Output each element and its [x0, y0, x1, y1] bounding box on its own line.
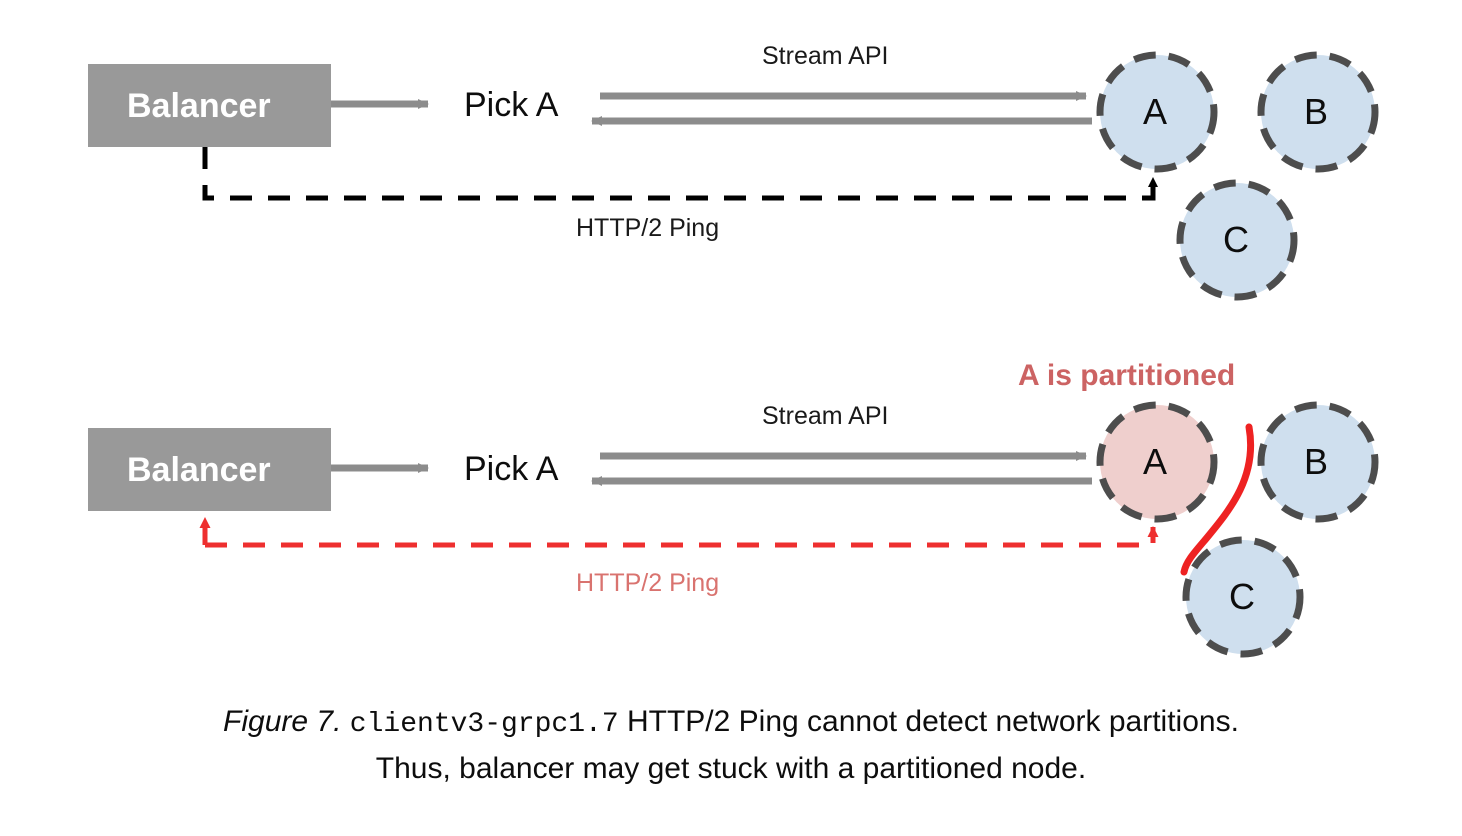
pick-label: Pick A	[464, 86, 559, 124]
http2-ping-label-2: HTTP/2 Ping	[576, 569, 720, 597]
node-c-circle	[1176, 179, 1298, 301]
stream-api-label: Stream API	[762, 42, 889, 70]
partition-status-label: A is partitioned	[1018, 359, 1236, 392]
node-a-circle	[1096, 51, 1218, 173]
balancer-label: Balancer	[127, 87, 271, 125]
node-c-circle-2	[1182, 536, 1304, 658]
caption-line-2: Thus, balancer may get stuck with a part…	[375, 752, 1087, 785]
panel-healthy	[88, 51, 1379, 301]
node-b-label-2: B	[1304, 441, 1329, 482]
pick-label-2: Pick A	[464, 450, 559, 488]
caption-package-name: clientv3-grpc1.7	[349, 709, 619, 740]
node-c-label: C	[1223, 219, 1249, 260]
balancer-box	[88, 64, 331, 147]
partition-curve	[1180, 423, 1254, 576]
http2-ping-label: HTTP/2 Ping	[576, 214, 720, 242]
figure-caption: Figure 7. clientv3-grpc1.7 HTTP/2 Ping c…	[0, 700, 1462, 791]
node-b-label: B	[1304, 91, 1329, 132]
node-b-circle	[1257, 51, 1379, 173]
node-a-label: A	[1143, 91, 1168, 132]
balancer-label-2: Balancer	[127, 451, 271, 489]
caption-figure-number: Figure 7.	[223, 705, 342, 738]
caption-line-1-rest: HTTP/2 Ping cannot detect network partit…	[618, 705, 1239, 738]
node-c-label-2: C	[1229, 576, 1255, 617]
node-a-label-2: A	[1143, 441, 1168, 482]
caption-line-1: Figure 7. clientv3-grpc1.7 HTTP/2 Ping c…	[0, 700, 1462, 747]
http2-ping-path	[202, 147, 1158, 201]
panel-partitioned	[88, 401, 1379, 658]
node-a-circle-2	[1096, 401, 1218, 523]
http2-ping-path-red-to-node	[205, 526, 1159, 548]
balancer-box-2	[88, 428, 331, 511]
stream-api-label-2: Stream API	[762, 402, 889, 430]
node-b-circle-2	[1257, 401, 1379, 523]
